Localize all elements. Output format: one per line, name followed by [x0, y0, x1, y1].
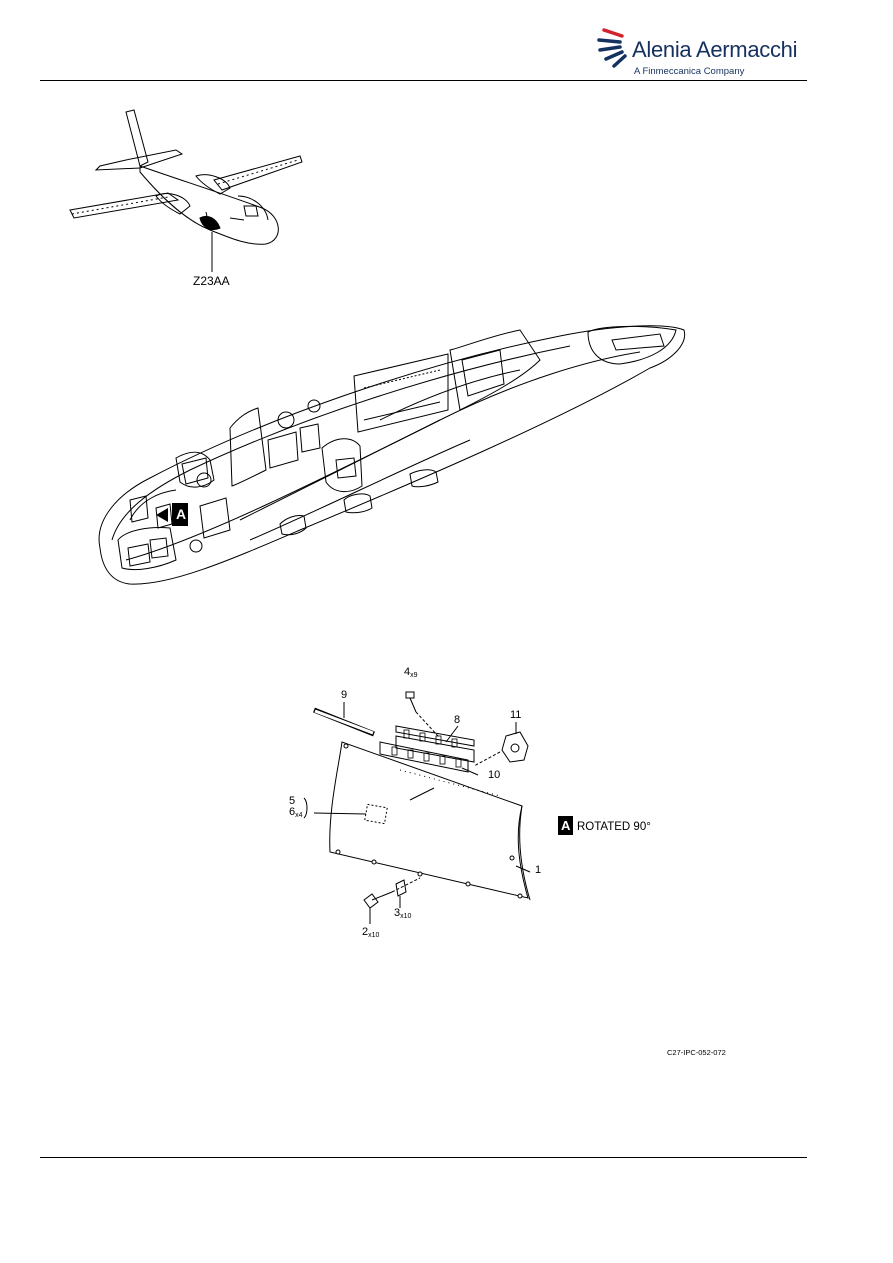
- callout-2: 2x10: [362, 926, 380, 939]
- callout-9: 9: [341, 689, 348, 701]
- callout-5: 5: [289, 795, 296, 807]
- brand-name: Alenia Aermacchi: [632, 37, 798, 62]
- exploded-detail-drawing: [303, 691, 573, 924]
- zone-label: Z23AA: [193, 274, 230, 288]
- callout-3: 3x10: [394, 907, 412, 920]
- callout-8: 8: [454, 714, 461, 726]
- view-marker-letter: A: [176, 506, 187, 522]
- header-divider: [40, 80, 807, 81]
- callout-6: 6x4: [289, 806, 303, 819]
- aircraft-overview-drawing: [69, 109, 303, 272]
- footer-divider: [40, 1157, 807, 1158]
- rotation-note: ROTATED 90°: [577, 821, 651, 833]
- callout-10: 10: [488, 769, 501, 781]
- rotated-flag: [558, 816, 573, 835]
- callout-4: 4x9: [404, 666, 418, 679]
- callout-11: 11: [510, 709, 522, 721]
- rotated-marker-letter: A: [561, 818, 571, 833]
- nose-section-drawing: [98, 325, 686, 585]
- view-a-arrow-icon: [156, 508, 168, 522]
- callout-1: 1: [535, 864, 542, 876]
- logo-mark-icon: [597, 28, 627, 68]
- view-a-flag: [172, 503, 188, 526]
- figure-reference: C27-IPC-052-072: [667, 1048, 726, 1057]
- brand-tagline: A Finmeccanica Company: [634, 66, 745, 77]
